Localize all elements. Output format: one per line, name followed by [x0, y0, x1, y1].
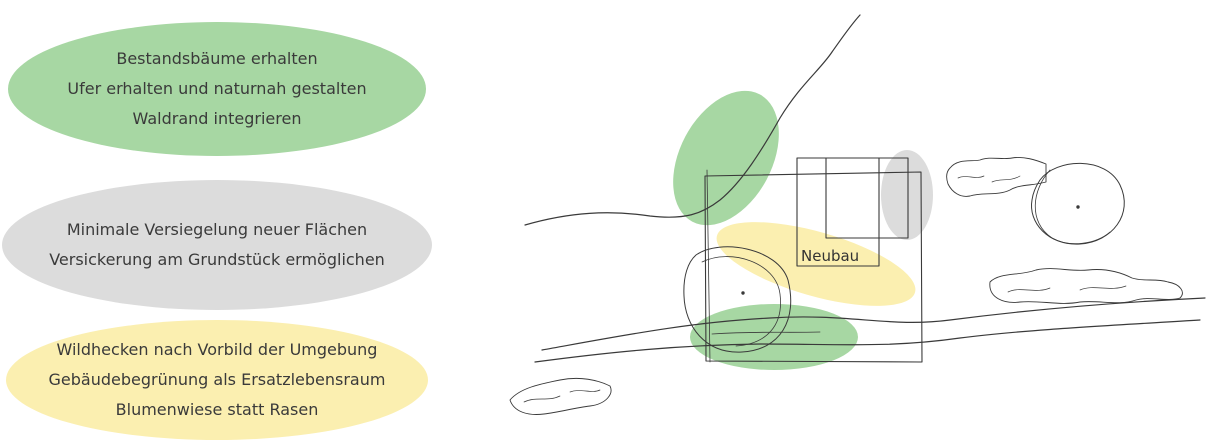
zone-grey-paving	[881, 150, 933, 240]
legend-yellow-ellipse: Wildhecken nach Vorbild der Umgebung Geb…	[6, 320, 428, 440]
property-boundary	[704, 171, 923, 363]
legend-green-line-2: Ufer erhalten und naturnah gestalten	[67, 79, 367, 98]
legend-grey-line-1: Minimale Versiegelung neuer Flächen	[66, 220, 368, 239]
zone-green-forest-edge	[673, 90, 779, 226]
site-plan-sketch: Neubau	[509, 14, 1206, 415]
building-label: Neubau	[801, 247, 859, 265]
legend-green-ellipse: Bestandsbäume erhalten Ufer erhalten und…	[8, 22, 426, 156]
tree-circle-left-sketch	[701, 256, 781, 347]
zone-yellow-meadow	[716, 222, 916, 306]
legend-yellow-line-3: Blumenwiese statt Rasen	[115, 400, 319, 419]
road-line-bottom	[534, 319, 1201, 363]
tree-circle-right-sketch	[1034, 169, 1111, 244]
tree-point-left	[741, 291, 745, 295]
road-line-top	[541, 297, 1206, 351]
hedge-bottom-left	[509, 377, 612, 415]
tree-point-right	[1076, 205, 1080, 209]
property-boundary-sketch	[706, 169, 711, 363]
tree-circle-left	[683, 246, 792, 353]
hedge-right-top-detail	[957, 175, 1021, 183]
zone-green-shore	[690, 304, 858, 370]
legend-yellow-line-1: Wildhecken nach Vorbild der Umgebung	[56, 340, 378, 359]
legend-green-line-1: Bestandsbäume erhalten	[116, 49, 318, 68]
hedge-right-mid-detail	[1007, 285, 1127, 293]
hedge-right-top	[946, 157, 1047, 197]
hedge-right-mid	[989, 268, 1183, 304]
legend-yellow-line-2: Gebäudebegrünung als Ersatzlebensraum	[48, 370, 386, 389]
road-centerline	[711, 331, 821, 335]
building-wing	[825, 157, 909, 239]
legend-grey-line-2: Versickerung am Grundstück ermöglichen	[49, 250, 385, 269]
legend-grey-ellipse: Minimale Versiegelung neuer Flächen Vers…	[2, 180, 432, 310]
hedge-bottom-left-detail	[523, 389, 601, 403]
legend-green-line-3: Waldrand integrieren	[132, 109, 302, 128]
